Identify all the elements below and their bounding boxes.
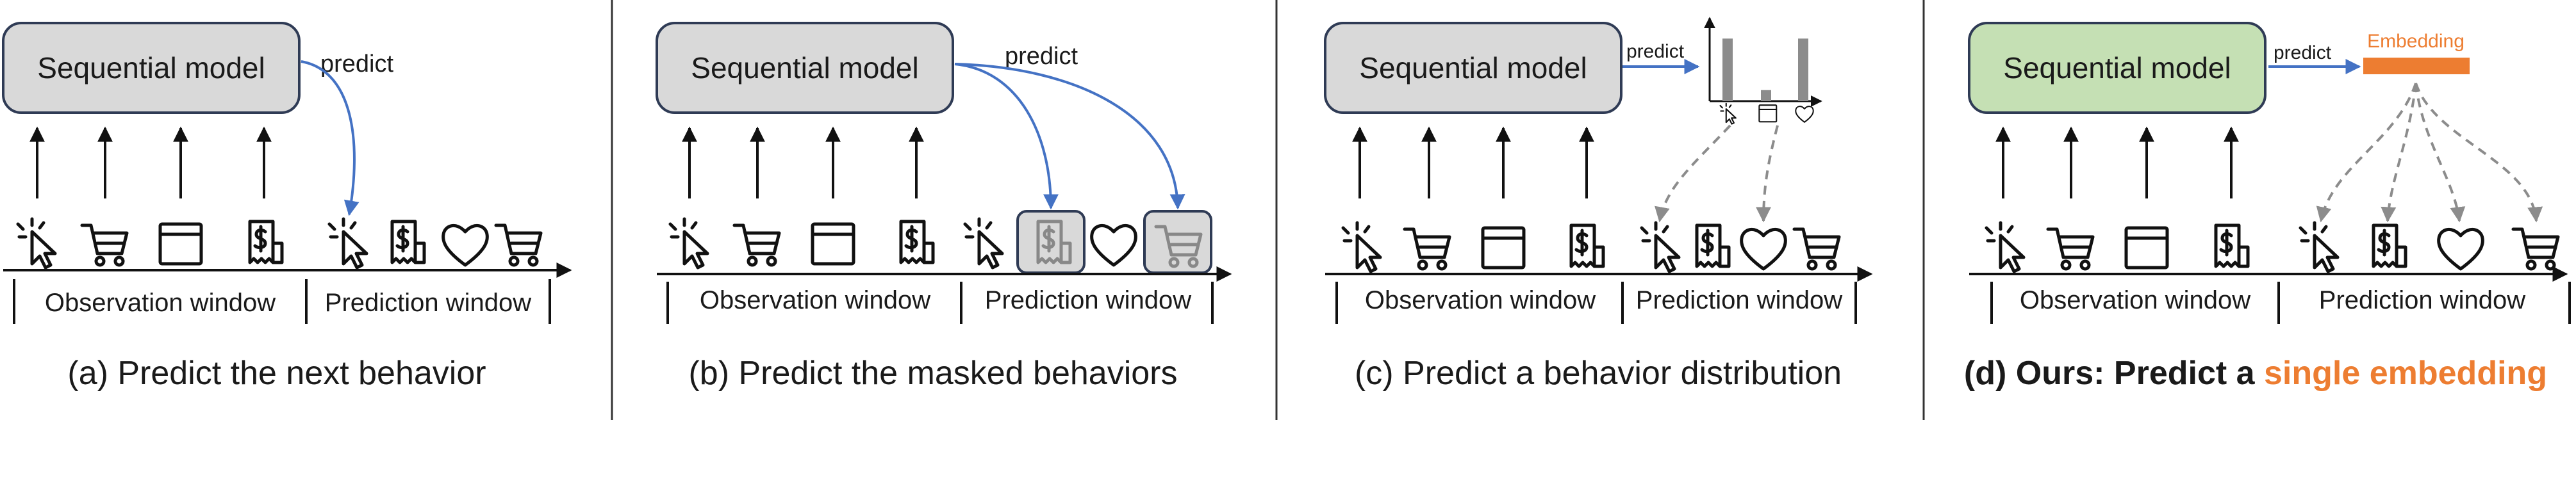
panel-a: Sequential model predict Observation win… xyxy=(2,22,572,392)
embedding-bar xyxy=(2363,58,2470,74)
panel-b: Sequential model predict Observation win… xyxy=(656,22,1232,392)
predict-arrow xyxy=(301,60,359,216)
panel-d: Sequential model predict Embedding xyxy=(1964,22,2571,392)
caption-prefix: (d) Ours: Predict a xyxy=(1964,355,2264,392)
receipt-icon xyxy=(1697,225,1729,266)
prediction-window-label: Prediction window xyxy=(325,289,531,317)
predict-arrow xyxy=(954,63,1185,210)
input-arrows xyxy=(1995,126,2239,198)
sequential-model-box xyxy=(1968,22,2266,114)
cart-icon xyxy=(82,225,127,265)
caption: (c) Predict a behavior distribution xyxy=(1355,355,1842,392)
sample-arrow xyxy=(1756,125,1779,223)
input-arrows xyxy=(1352,126,1594,198)
cursor-click-icon xyxy=(1343,223,1380,271)
window-ticks xyxy=(1335,282,1857,324)
browser-window-icon xyxy=(1483,228,1524,268)
predict-label: predict xyxy=(1005,43,1078,70)
observation-window-label: Observation window xyxy=(45,289,276,317)
prediction-window-label: Prediction window xyxy=(1636,286,1842,314)
cursor-click-icon xyxy=(965,219,1002,268)
model-label: Sequential model xyxy=(1359,51,1587,85)
predict-arrow xyxy=(954,63,1059,210)
window-ticks xyxy=(13,279,551,324)
embedding-label: Embedding xyxy=(2367,31,2465,52)
input-arrows xyxy=(29,126,272,198)
heart-icon xyxy=(2439,229,2483,269)
cursor-click-icon xyxy=(670,219,707,268)
behavior-distribution-chart xyxy=(1704,17,1822,125)
browser-window-icon xyxy=(160,224,201,264)
receipt-icon xyxy=(2374,225,2406,266)
cursor-click-icon xyxy=(18,219,55,268)
sequential-model-box xyxy=(656,22,954,114)
model-label: Sequential model xyxy=(691,51,918,85)
receipt-icon xyxy=(2216,225,2248,266)
cursor-click-icon xyxy=(329,219,367,268)
caption: (d) Ours: Predict a single embedding xyxy=(1964,355,2547,392)
receipt-icon xyxy=(250,222,282,262)
sample-arrow xyxy=(1655,124,1731,223)
receipt-icon xyxy=(392,222,424,262)
caption: (b) Predict the masked behaviors xyxy=(688,355,1177,392)
prediction-window-label: Prediction window xyxy=(2319,286,2525,314)
distribution-bar-like xyxy=(1798,38,1808,101)
cart-icon xyxy=(734,225,779,265)
cart-icon xyxy=(1405,229,1449,269)
receipt-icon xyxy=(901,222,933,262)
model-label: Sequential model xyxy=(2003,51,2231,85)
sequential-model-box xyxy=(1324,22,1622,114)
heart-icon xyxy=(1795,106,1814,123)
predict-label: predict xyxy=(2274,42,2332,63)
distribution-bar-view xyxy=(1761,90,1771,101)
input-arrows xyxy=(682,126,924,198)
cursor-click-icon xyxy=(1719,102,1737,125)
sequential-model-box xyxy=(2,22,301,114)
browser-window-icon xyxy=(1758,104,1778,123)
distribution-bar-click xyxy=(1722,38,1733,101)
predict-label: predict xyxy=(1626,41,1685,62)
cart-icon xyxy=(496,225,541,265)
cart-icon xyxy=(2513,229,2558,269)
cart-icon xyxy=(1794,229,1839,269)
cart-icon xyxy=(2048,229,2093,269)
panel-c: Sequential model predict xyxy=(1324,17,1873,392)
cursor-click-icon xyxy=(2300,223,2338,271)
observation-window-label: Observation window xyxy=(2020,286,2250,314)
heart-icon xyxy=(443,225,488,265)
browser-window-icon xyxy=(2126,228,2167,268)
cursor-click-icon xyxy=(1642,223,1679,271)
observation-window-label: Observation window xyxy=(700,286,930,314)
browser-window-icon xyxy=(813,224,854,264)
receipt-icon xyxy=(1571,225,1603,266)
heart-icon xyxy=(1092,225,1136,265)
cursor-click-icon xyxy=(1986,223,2024,271)
heart-icon xyxy=(1742,229,1786,269)
embedding-sample-arrows xyxy=(2316,83,2543,223)
window-ticks xyxy=(1990,282,2571,324)
observation-window-label: Observation window xyxy=(1365,286,1596,314)
model-label: Sequential model xyxy=(37,51,265,85)
predict-label: predict xyxy=(320,51,393,77)
caption-highlight: single embedding xyxy=(2264,355,2547,392)
caption: (a) Predict the next behavior xyxy=(67,355,486,392)
prediction-window-label: Prediction window xyxy=(985,286,1191,314)
window-ticks xyxy=(666,282,1214,324)
